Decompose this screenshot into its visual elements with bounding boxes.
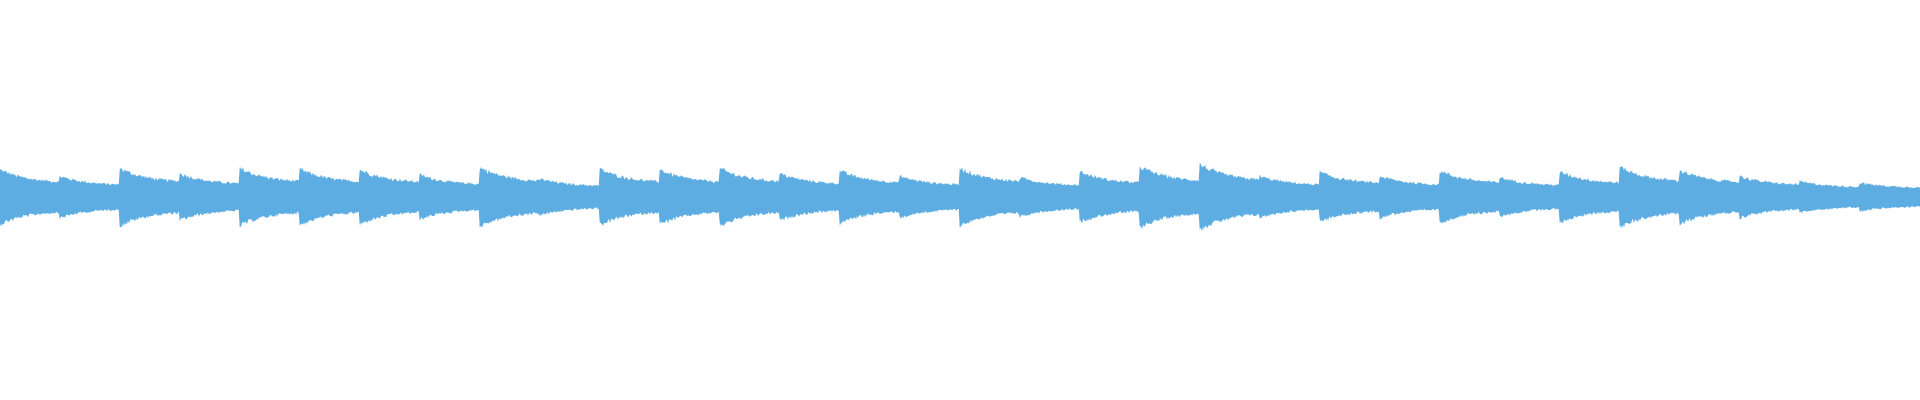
waveform-shape [0,163,1920,231]
